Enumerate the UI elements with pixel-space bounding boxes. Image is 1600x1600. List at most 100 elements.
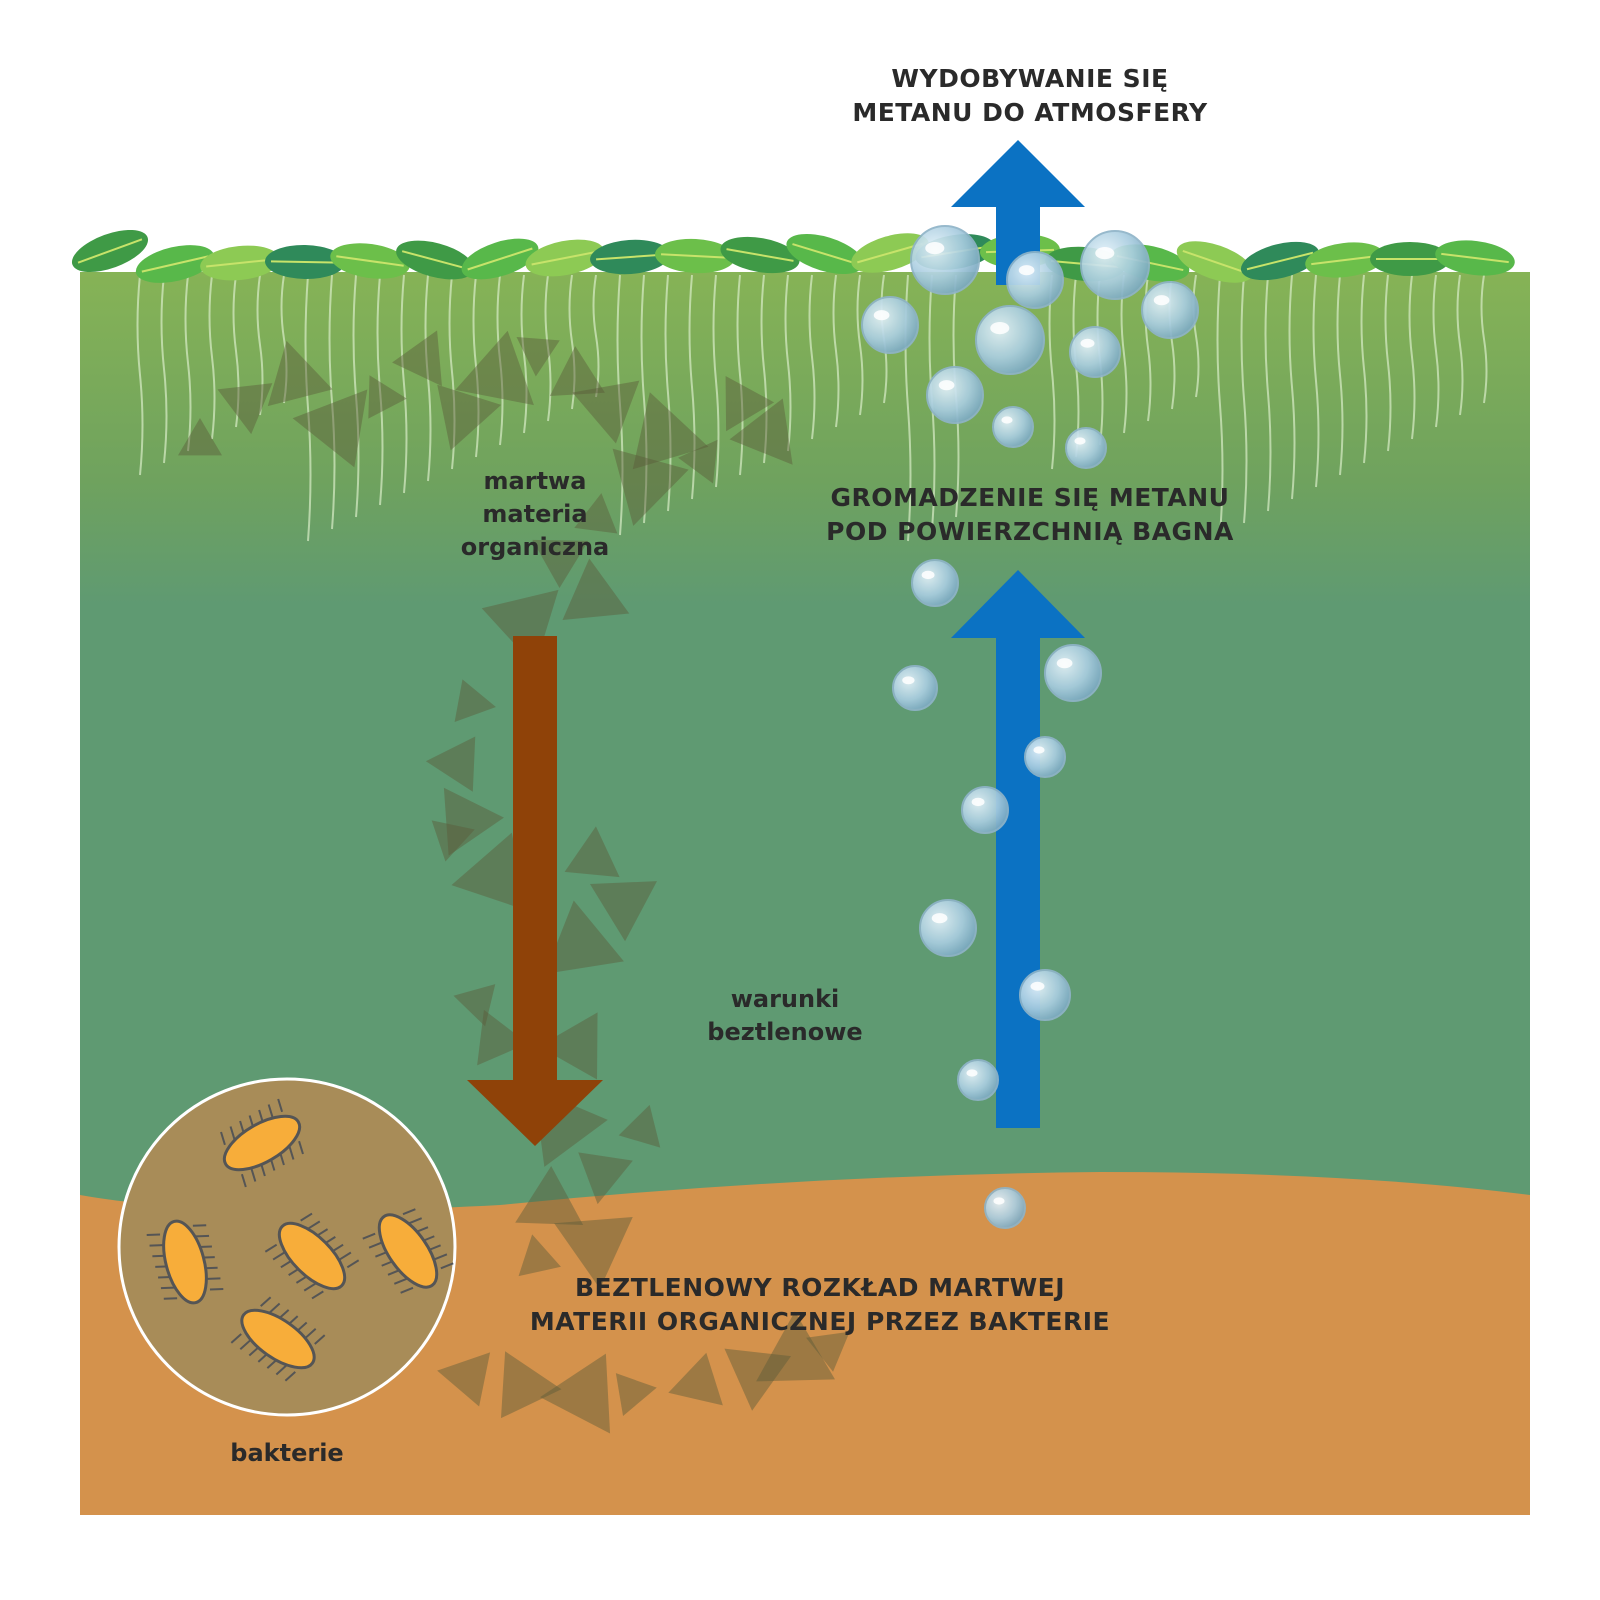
cilium: [408, 1217, 423, 1225]
leaf-vein: [660, 253, 730, 259]
bubble-highlight: [1018, 265, 1035, 276]
debris-particle: [431, 820, 475, 862]
debris-particle: [516, 336, 560, 377]
cilium: [269, 1302, 281, 1314]
root: [1408, 274, 1416, 440]
plant-roots: [136, 274, 1488, 542]
leaf-vein: [336, 255, 404, 267]
root: [208, 274, 216, 440]
root: [616, 274, 624, 536]
root: [1288, 274, 1296, 500]
bubble-highlight: [1080, 338, 1095, 348]
bubble-highlight: [1001, 416, 1013, 424]
debris-particle: [454, 679, 496, 722]
cilium: [434, 1253, 448, 1261]
root: [1432, 274, 1440, 428]
debris-particle: [515, 1166, 584, 1225]
methane-bubble: [1044, 644, 1102, 702]
root: [688, 274, 696, 500]
debris-particle: [572, 380, 640, 444]
dead-matter-down-arrow: [467, 636, 603, 1146]
label-methane-accumulation: GROMADZENIE SIĘ METANU POD POWIERZCHNIĄ …: [826, 483, 1234, 546]
methane-bubble: [919, 899, 977, 957]
bacteria-cells: [146, 1098, 454, 1382]
bubble-highlight: [990, 321, 1010, 335]
methane-bubble: [1006, 251, 1064, 309]
debris-particle: [544, 900, 624, 974]
bacterium-body: [240, 1308, 316, 1370]
cilium: [339, 1251, 352, 1261]
bacterium: [146, 1219, 224, 1305]
root: [1312, 274, 1320, 488]
debris-particle: [806, 1331, 850, 1372]
methane-bubble: [1141, 281, 1199, 339]
methane-bubble: [984, 1187, 1026, 1229]
cilium: [207, 1277, 221, 1280]
swamp-water: [80, 272, 1530, 1222]
methane-bubble: [1069, 326, 1121, 378]
cilium: [307, 1220, 321, 1230]
debris-particle: [612, 448, 689, 526]
root: [1480, 274, 1488, 404]
leaf-vein: [1246, 251, 1314, 271]
debris-particle: [729, 398, 793, 465]
root: [376, 274, 384, 506]
leaf-vein: [531, 250, 599, 266]
cilium: [305, 1328, 317, 1339]
debris-particle: [453, 984, 496, 1027]
cilium: [195, 1234, 210, 1238]
cilium: [240, 1173, 247, 1188]
debris-particle: [392, 330, 442, 387]
cilium: [300, 1212, 313, 1222]
methane-bubble: [1065, 427, 1107, 469]
methane-bubble: [992, 406, 1034, 448]
methane-bubble: [910, 225, 980, 295]
methane-bubble: [926, 366, 984, 424]
bacterium: [230, 1296, 326, 1382]
root: [520, 274, 528, 434]
root: [544, 274, 552, 422]
leaf-vein: [141, 255, 209, 273]
root: [856, 274, 864, 416]
leaf-vein: [270, 260, 340, 264]
cilium: [192, 1224, 207, 1227]
cilium: [272, 1251, 285, 1261]
methane-bubbles: [861, 225, 1199, 1229]
cilium: [260, 1296, 272, 1307]
bacterium: [264, 1212, 360, 1300]
root: [280, 274, 288, 404]
root: [184, 274, 192, 452]
root: [136, 274, 144, 476]
bubble-highlight: [993, 1197, 1005, 1205]
cilium: [250, 1168, 257, 1182]
debris-particle: [518, 1234, 561, 1277]
root: [496, 274, 504, 446]
debris-particle: [618, 1104, 661, 1148]
root: [592, 274, 600, 398]
bubble-highlight: [971, 797, 985, 807]
label-bacteria: bakterie: [230, 1439, 344, 1467]
debris-particle: [540, 1353, 611, 1434]
debris-particle: [564, 826, 620, 878]
debris-particle: [632, 392, 709, 470]
root: [808, 274, 816, 440]
root: [304, 274, 312, 542]
bacterium-body: [277, 1221, 347, 1291]
label-dead-matter: martwa materia organiczna: [460, 467, 610, 561]
cilium: [230, 1333, 242, 1344]
debris-particle: [549, 346, 605, 397]
debris-particle: [477, 1009, 528, 1066]
cilium: [298, 1140, 304, 1155]
methane-bubble: [961, 786, 1009, 834]
debris-particle: [292, 389, 368, 468]
cilium: [284, 1371, 296, 1382]
label-methane-release: WYDOBYWANIE SIĘ METANU DO ATMOSFERY: [852, 64, 1208, 127]
cilium: [288, 1146, 295, 1160]
bubble-highlight: [1095, 246, 1115, 260]
root: [400, 274, 408, 494]
methane-bubble: [1024, 736, 1066, 778]
root: [568, 274, 576, 410]
debris-particle: [538, 1012, 598, 1080]
cilium: [146, 1233, 161, 1236]
cilium: [267, 1104, 274, 1118]
